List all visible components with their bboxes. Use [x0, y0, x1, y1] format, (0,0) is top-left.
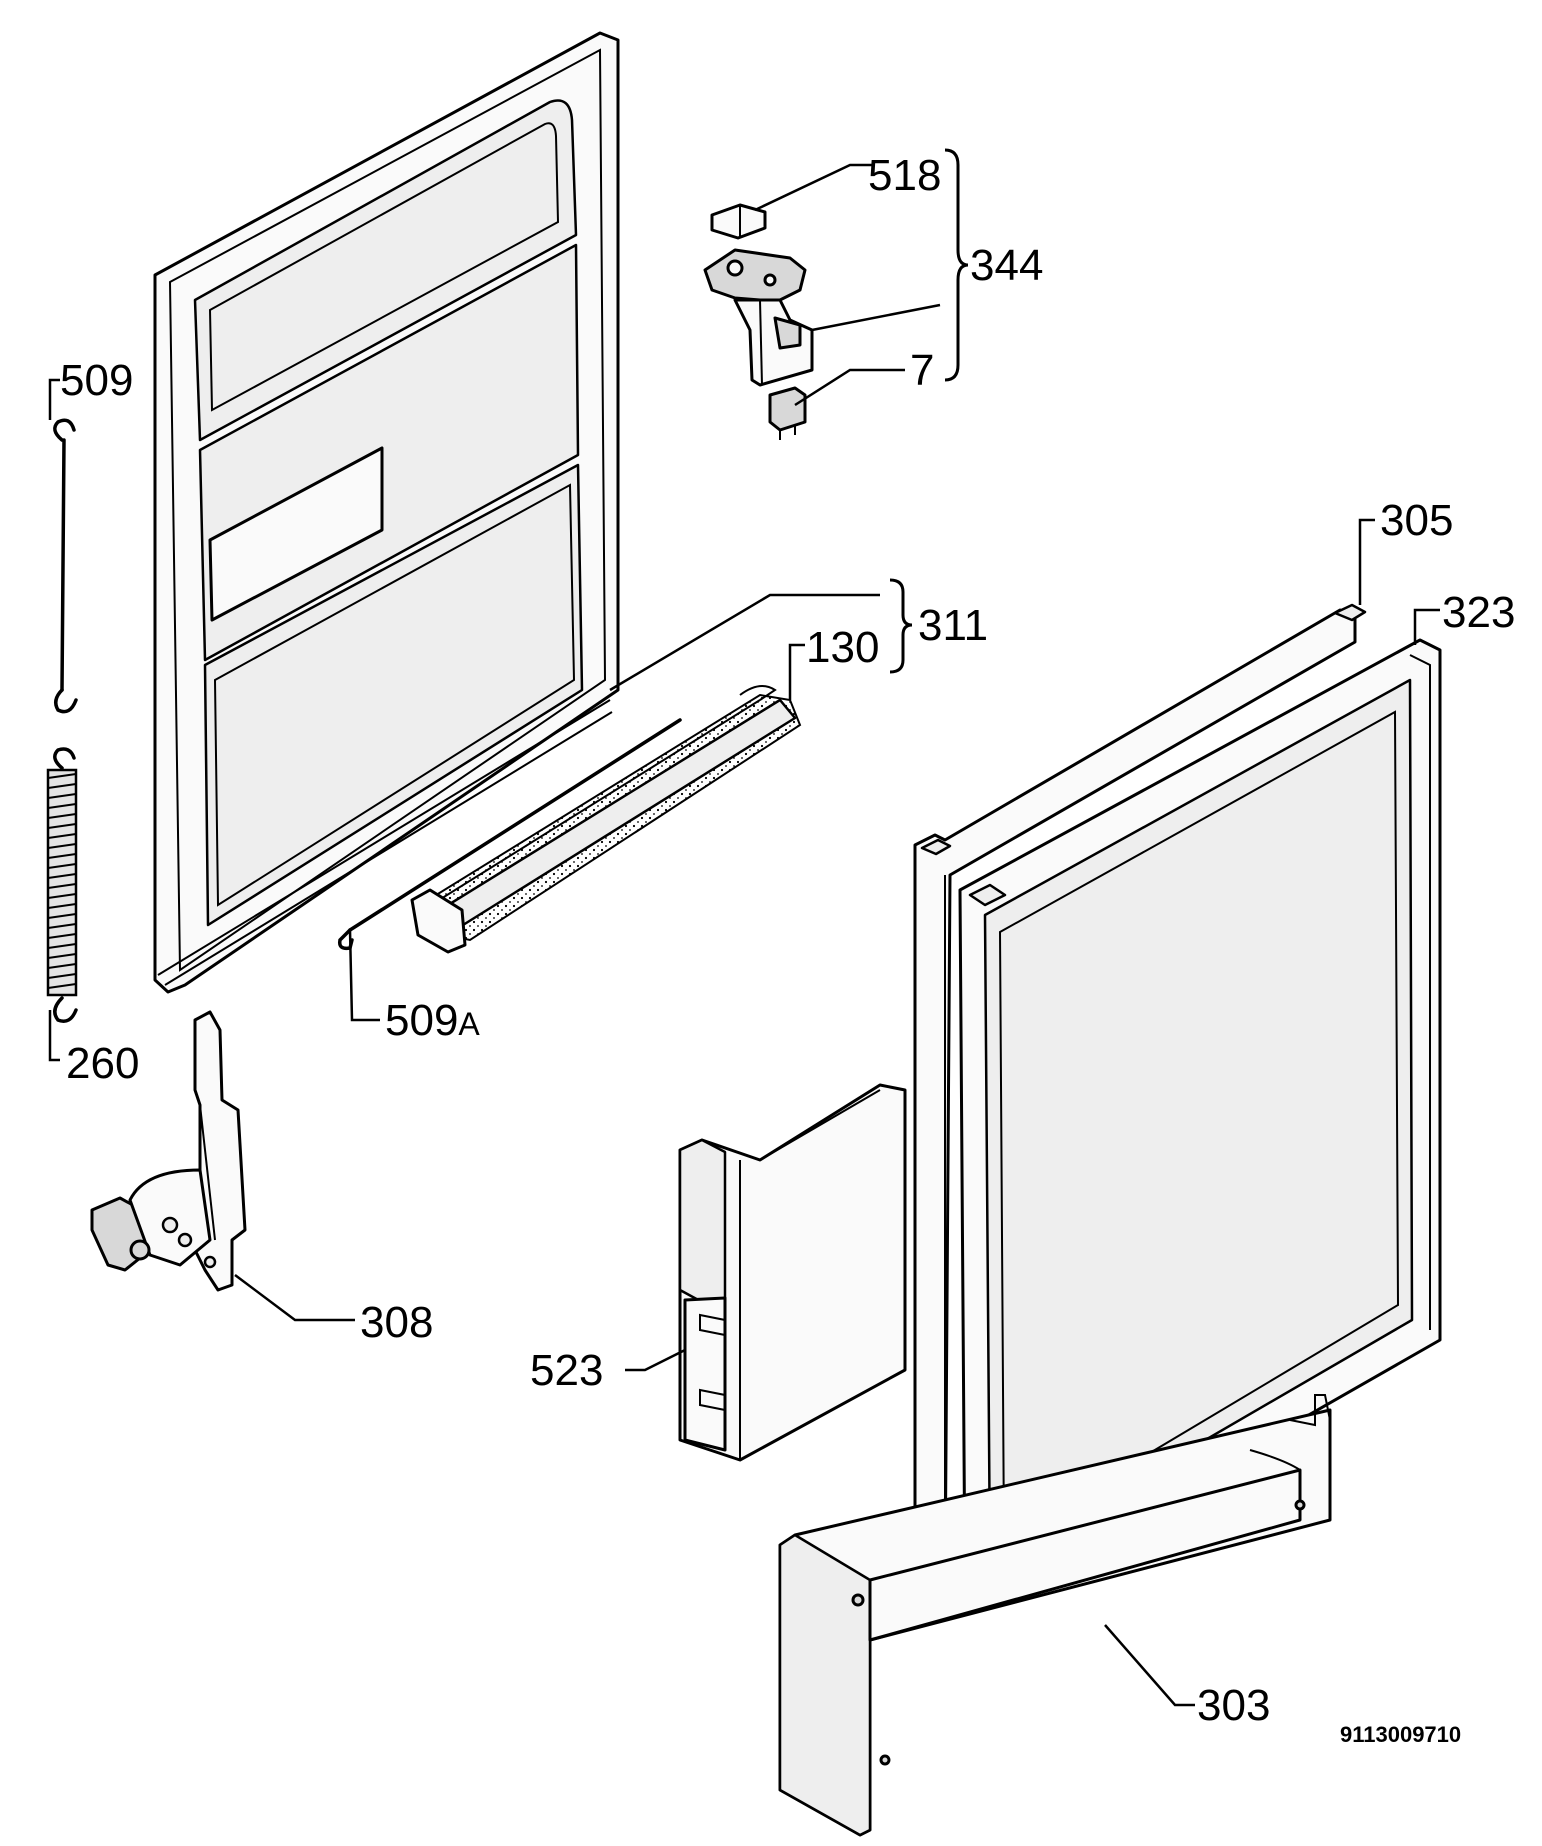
- lock-body: [703, 248, 814, 387]
- lock-switch-7: [768, 386, 807, 440]
- tension-spring-260: [46, 747, 78, 1023]
- callout-523: 523: [530, 1346, 603, 1395]
- callout-323: 323: [1442, 588, 1515, 637]
- door-hinge-308: [90, 1010, 247, 1292]
- callout-509a-suffix: A: [458, 1006, 480, 1042]
- door-lock-assembly-344: [703, 203, 814, 440]
- door-spring-509: [53, 418, 78, 714]
- callout-311: 311: [918, 601, 988, 650]
- brace-344: [944, 148, 969, 382]
- inner-door-panel: [153, 31, 620, 994]
- callout-509a: 509A: [385, 996, 480, 1045]
- callout-344: 344: [970, 241, 1043, 290]
- door-seal-130: [410, 685, 802, 954]
- callout-518: 518: [868, 151, 941, 200]
- callout-260: 260: [66, 1039, 139, 1088]
- callout-7: 7: [910, 346, 934, 395]
- spring-coils: [46, 768, 78, 997]
- callout-303: 303: [1197, 1681, 1270, 1730]
- leader-lines: [48, 163, 1440, 1707]
- kick-plate-303: [778, 1394, 1332, 1837]
- door-frame-323: [958, 638, 1442, 1602]
- callout-308: 308: [360, 1298, 433, 1347]
- brace-311: [889, 578, 913, 674]
- callout-509a-number: 509: [385, 996, 458, 1045]
- lock-catch-518: [710, 203, 767, 240]
- callout-130: 130: [806, 623, 879, 672]
- control-panel-523: [678, 1083, 907, 1462]
- callout-509: 509: [60, 356, 133, 405]
- drawing-number: 9113009710: [1340, 1722, 1461, 1747]
- callout-305: 305: [1380, 496, 1453, 545]
